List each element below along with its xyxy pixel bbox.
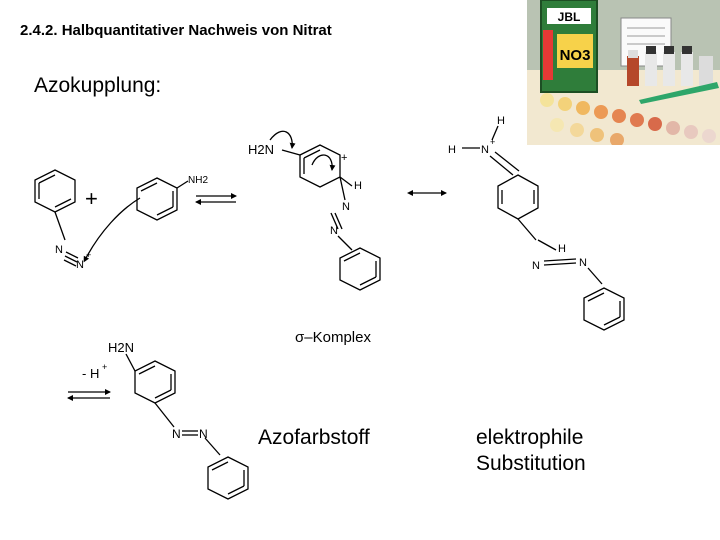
brand-label: JBL xyxy=(558,10,581,24)
section-subtitle: Azokupplung: xyxy=(34,74,162,97)
label-n-product-1: N xyxy=(172,427,181,441)
benzene-ring-aniline xyxy=(136,177,189,221)
plus-sign: + xyxy=(85,186,98,211)
caption-mechanism: elektrophile Substitution xyxy=(476,425,586,477)
label-h-sigma: H xyxy=(354,180,362,192)
label-n-quinoid-1: N xyxy=(532,260,540,272)
attack-arrow xyxy=(83,197,141,263)
label-h-quinoid-left: H xyxy=(448,144,456,156)
label-h-quinoid-right: H xyxy=(558,243,566,255)
slide-title: 2.4.2. Halbquantitativer Nachweis von Ni… xyxy=(20,22,332,39)
label-h2n-product: H2N xyxy=(108,340,134,355)
label-h2n-sigma: H2N xyxy=(248,142,274,157)
color-chart xyxy=(540,93,716,145)
product-label: NO3 xyxy=(560,47,591,64)
benzene-ring-product-aminophenyl xyxy=(125,353,176,428)
caption-mechanism-line2: Substitution xyxy=(476,452,586,475)
label-n-2: N xyxy=(76,259,84,271)
label-n-sigma-1: N xyxy=(342,201,350,213)
charge-plus-minus-h: + xyxy=(102,362,107,372)
benzene-ring-diazonium xyxy=(34,169,76,241)
benzene-ring-product-phenyl xyxy=(207,456,249,500)
equilibrium-arrow-1 xyxy=(195,193,237,205)
label-sigma-complex: σ–Komplex xyxy=(295,329,371,346)
equilibrium-arrow-2 xyxy=(67,389,111,401)
quinoid-ring xyxy=(462,125,603,285)
label-minus-h: - H xyxy=(82,366,99,381)
benzene-ring-sigma-phenyl xyxy=(339,247,381,291)
electron-arrow-1 xyxy=(269,130,296,149)
caption-mechanism-line1: elektrophile xyxy=(476,426,584,449)
charge-plus-quinoid: + xyxy=(490,137,495,147)
label-n-sigma-2: N xyxy=(330,225,338,237)
caption-azo-dye: Azofarbstoff xyxy=(258,426,370,449)
sigma-complex-ring xyxy=(281,144,353,251)
charge-plus-sigma: + xyxy=(341,152,347,164)
label-nh2: NH2 xyxy=(188,175,208,186)
label-h-quinoid-top: H xyxy=(497,115,505,127)
charge-plus-diazonium: + xyxy=(86,250,91,260)
benzene-ring-quinoid-phenyl xyxy=(583,287,625,331)
test-kit-photo: JBL NO3 xyxy=(527,0,720,145)
label-n-product-2: N xyxy=(199,427,208,441)
label-n-1: N xyxy=(55,244,63,256)
label-n-quinoid-iminium: N xyxy=(481,144,489,156)
label-n-quinoid-2: N xyxy=(579,257,587,269)
electron-arrow-2 xyxy=(311,154,336,171)
